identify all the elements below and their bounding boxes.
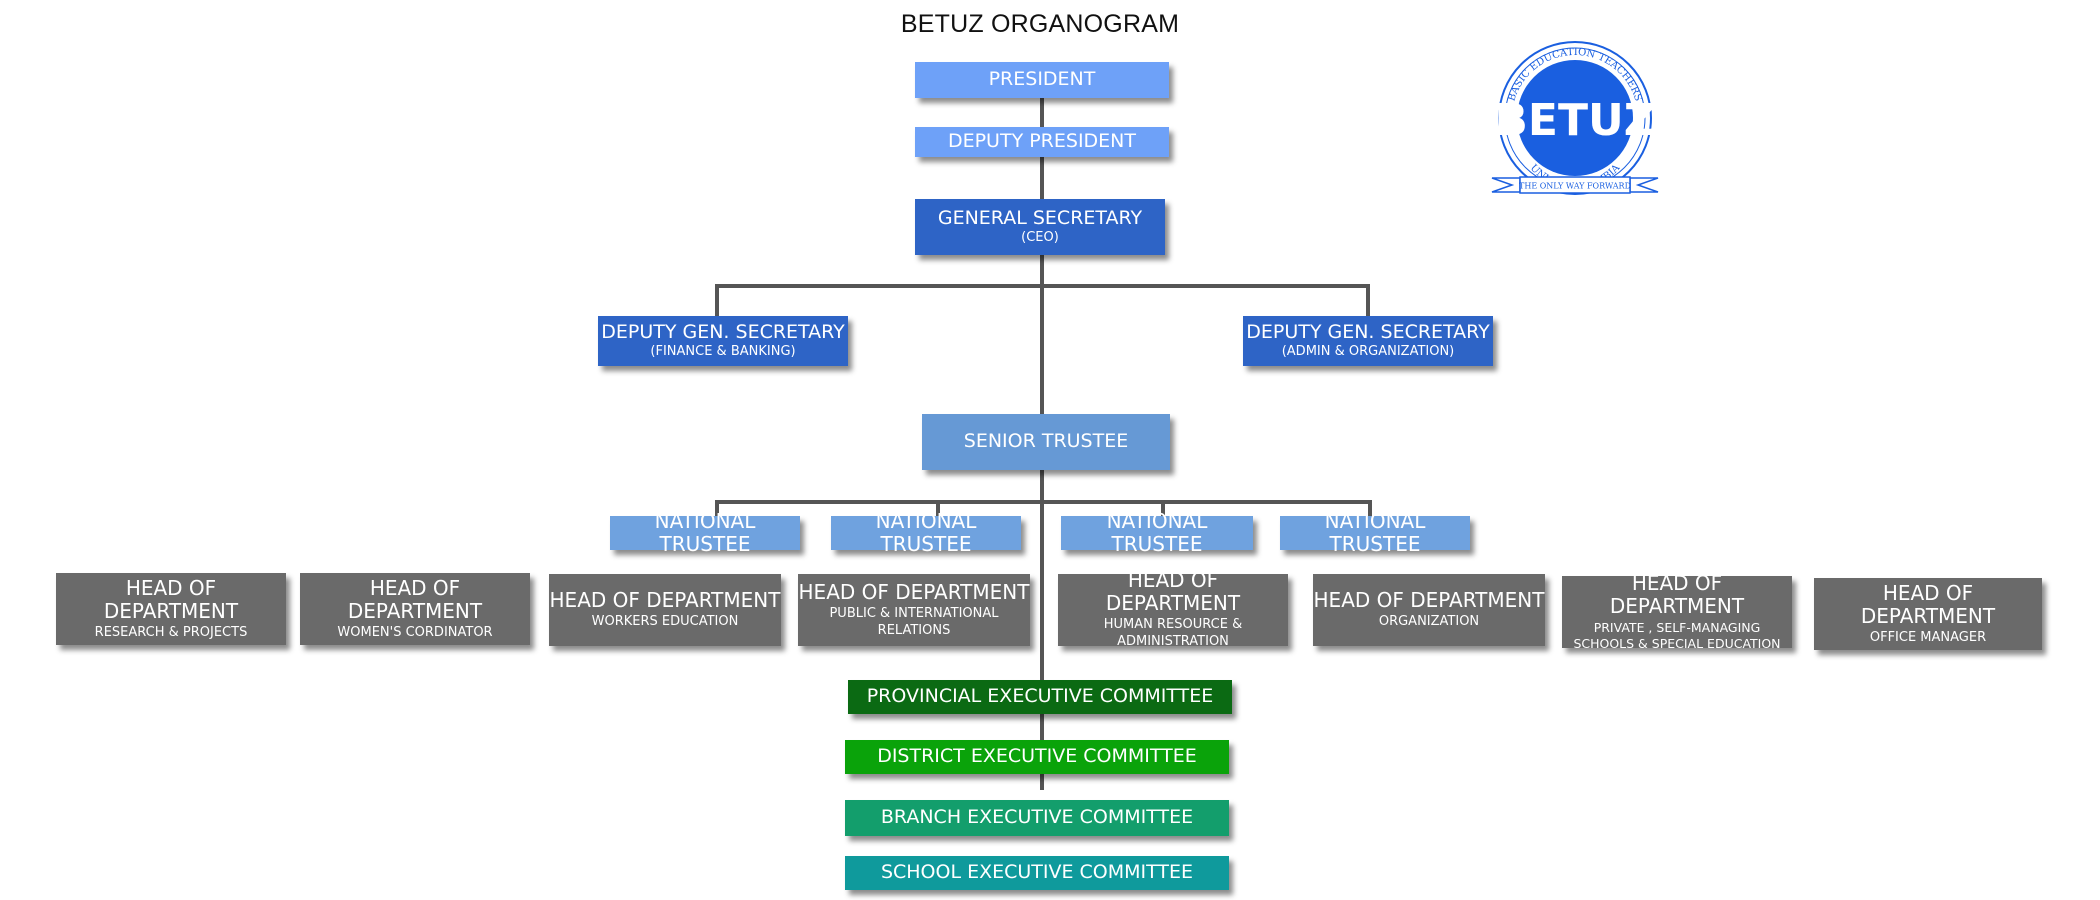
national-trustee-box: NATIONAL TRUSTEE — [831, 510, 1021, 556]
president-label: PRESIDENT — [988, 68, 1096, 91]
logo-wordmark: BETUZ — [1494, 95, 1655, 146]
department-label: HEAD OF DEPARTMENT — [1609, 570, 1745, 618]
president-box: PRESIDENT — [915, 62, 1169, 98]
national-trustee-label: NATIONAL TRUSTEE — [1106, 509, 1208, 556]
department-label: HEAD OF DEPARTMENT — [1860, 580, 1996, 628]
svg-text:THE ONLY WAY FORWARD: THE ONLY WAY FORWARD — [1519, 182, 1631, 191]
general-secretary-box: GENERAL SECRETARY (CEO) — [915, 199, 1165, 255]
national-trustee-label: NATIONAL TRUSTEE — [875, 509, 977, 556]
department-label: HEAD OF DEPARTMENT — [798, 579, 1030, 604]
committee-label: BRANCH EXECUTIVE COMMITTEE — [880, 806, 1194, 829]
committee-label: PROVINCIAL EXECUTIVE COMMITTEE — [866, 685, 1214, 708]
national-trustee-box: NATIONAL TRUSTEE — [610, 510, 800, 556]
national-trustee-box: NATIONAL TRUSTEE — [1061, 510, 1253, 556]
department-sub: PRIVATE , SELF-MANAGING SCHOOLS & SPECIA… — [1573, 619, 1781, 651]
department-sub: ORGANIZATION — [1378, 614, 1480, 630]
deputy-president-box: DEPUTY PRESIDENT — [915, 127, 1169, 157]
deputy-gen-secretary-label: DEPUTY GEN. SECRETARY — [601, 320, 845, 343]
national-trustee-box: NATIONAL TRUSTEE — [1280, 510, 1470, 556]
department-label: HEAD OF DEPARTMENT — [347, 575, 483, 623]
betuz-logo: BASIC EDUCATION TEACHERS UNION OF ZAMBIA… — [1490, 40, 1670, 210]
department-sub: WOMEN'S CORDINATOR — [337, 624, 493, 640]
department-sub: RESEARCH & PROJECTS — [94, 624, 248, 640]
department-sub: OFFICE MANAGER — [1869, 629, 1987, 645]
department-sub: PUBLIC & INTERNATIONAL RELATIONS — [829, 605, 999, 638]
deputy-gen-secretary-sub: (FINANCE & BANKING) — [650, 344, 796, 360]
deputy-gen-secretary-admin-box: DEPUTY GEN. SECRETARY (ADMIN & ORGANIZAT… — [1243, 316, 1493, 366]
department-box: HEAD OF DEPARTMENT OFFICE MANAGER — [1814, 578, 2042, 650]
department-label: HEAD OF DEPARTMENT — [1105, 568, 1241, 616]
senior-trustee-box: SENIOR TRUSTEE — [922, 414, 1170, 470]
general-secretary-sub: (CEO) — [1021, 230, 1059, 246]
national-trustee-label: NATIONAL TRUSTEE — [654, 509, 756, 556]
department-box: HEAD OF DEPARTMENT HUMAN RESOURCE & ADMI… — [1058, 569, 1288, 649]
deputy-president-label: DEPUTY PRESIDENT — [947, 130, 1137, 153]
general-secretary-label: GENERAL SECRETARY — [937, 206, 1143, 229]
senior-trustee-label: SENIOR TRUSTEE — [963, 430, 1129, 453]
department-box: HEAD OF DEPARTMENT PRIVATE , SELF-MANAGI… — [1562, 571, 1792, 651]
department-sub: HUMAN RESOURCE & ADMINISTRATION — [1103, 617, 1243, 649]
national-trustee-label: NATIONAL TRUSTEE — [1324, 509, 1426, 556]
department-box: HEAD OF DEPARTMENT WORKERS EDUCATION — [549, 574, 781, 646]
chart-title: BETUZ ORGANOGRAM — [900, 10, 1180, 38]
department-box: HEAD OF DEPARTMENT PUBLIC & INTERNATIONA… — [798, 574, 1030, 646]
department-label: HEAD OF DEPARTMENT — [1313, 588, 1545, 613]
committee-label: SCHOOL EXECUTIVE COMMITTEE — [880, 861, 1194, 884]
department-label: HEAD OF DEPARTMENT — [103, 575, 239, 623]
deputy-gen-secretary-finance-box: DEPUTY GEN. SECRETARY (FINANCE & BANKING… — [598, 316, 848, 366]
school-committee-box: SCHOOL EXECUTIVE COMMITTEE — [845, 856, 1229, 890]
branch-committee-box: BRANCH EXECUTIVE COMMITTEE — [845, 800, 1229, 836]
deputy-gen-secretary-sub: (ADMIN & ORGANIZATION) — [1281, 344, 1455, 360]
deputy-gen-secretary-label: DEPUTY GEN. SECRETARY — [1246, 320, 1490, 343]
department-box: HEAD OF DEPARTMENT RESEARCH & PROJECTS — [56, 573, 286, 645]
provincial-committee-box: PROVINCIAL EXECUTIVE COMMITTEE — [848, 680, 1232, 714]
department-label: HEAD OF DEPARTMENT — [549, 588, 781, 613]
department-box: HEAD OF DEPARTMENT ORGANIZATION — [1313, 574, 1545, 646]
district-committee-box: DISTRICT EXECUTIVE COMMITTEE — [845, 740, 1229, 774]
department-sub: WORKERS EDUCATION — [591, 614, 739, 630]
committee-label: DISTRICT EXECUTIVE COMMITTEE — [877, 745, 1197, 768]
department-box: HEAD OF DEPARTMENT WOMEN'S CORDINATOR — [300, 573, 530, 645]
